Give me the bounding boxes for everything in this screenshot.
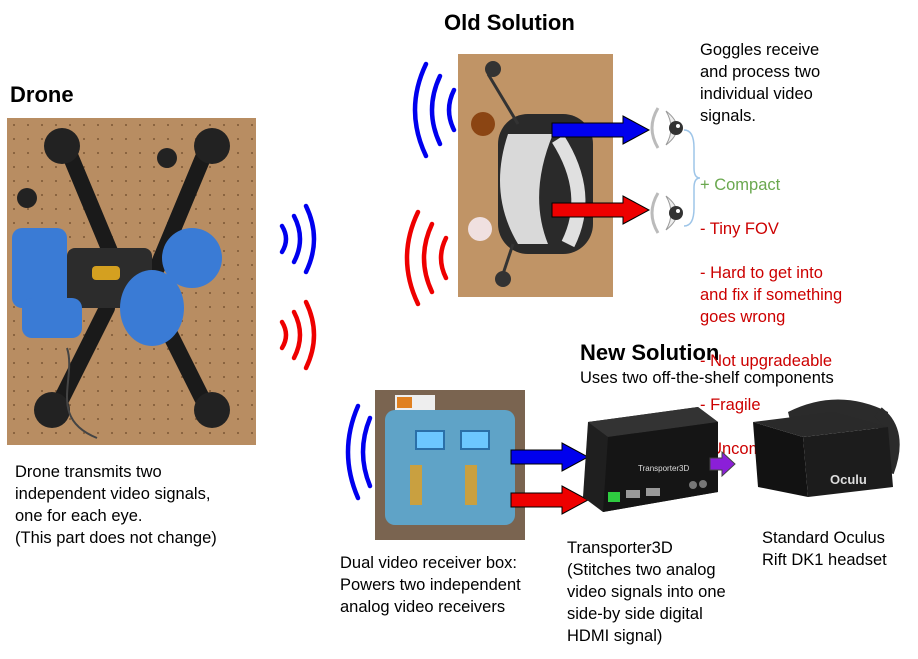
oculus-brand: Oculu — [830, 472, 867, 487]
transporter-device: Transporter3D — [578, 402, 723, 522]
old-red-signal — [404, 209, 449, 307]
eye-icon — [650, 107, 683, 149]
receiver-box-photo — [375, 390, 525, 540]
transporter-brand: Transporter3D — [638, 464, 690, 473]
new-blue-arrow — [510, 442, 590, 472]
old-solution-heading: Old Solution — [444, 10, 575, 35]
drone-caption: Drone transmits two independent video si… — [15, 463, 217, 547]
eye-icon — [650, 192, 683, 234]
drone-photo — [7, 118, 256, 445]
purple-arrow — [709, 450, 736, 478]
drone-blue-signal — [279, 203, 317, 275]
oculus-caption: Standard Oculus Rift DK1 headset — [762, 529, 887, 569]
drone-heading: Drone — [10, 82, 74, 107]
old-blue-arrow — [551, 115, 651, 145]
new-red-arrow — [510, 485, 590, 515]
con-item: - Tiny FOV — [700, 220, 779, 238]
old-red-arrow — [551, 195, 651, 225]
bracket — [683, 129, 701, 227]
new-solution-heading: New Solution — [580, 340, 720, 365]
oculus-headset: Oculu — [738, 392, 918, 507]
old-solution-list: + Compact - Tiny FOV - Hard to get into … — [700, 152, 842, 482]
goggles-note: Goggles receive and process two individu… — [700, 41, 821, 125]
old-blue-signal — [412, 61, 457, 159]
old-goggles-photo — [458, 54, 613, 297]
con-item: - Hard to get into and fix if something … — [700, 264, 843, 326]
receiver-caption: Dual video receiver box: Powers two inde… — [340, 554, 521, 616]
new-solution-subtitle: Uses two off-the-shelf components — [580, 369, 834, 387]
con-item: - Fragile — [700, 396, 761, 414]
transporter-caption: Transporter3D (Stitches two analog video… — [567, 539, 726, 645]
con-item: - Not upgradeable — [700, 352, 833, 370]
drone-red-signal — [279, 299, 317, 371]
pro-item: + Compact — [700, 176, 781, 194]
